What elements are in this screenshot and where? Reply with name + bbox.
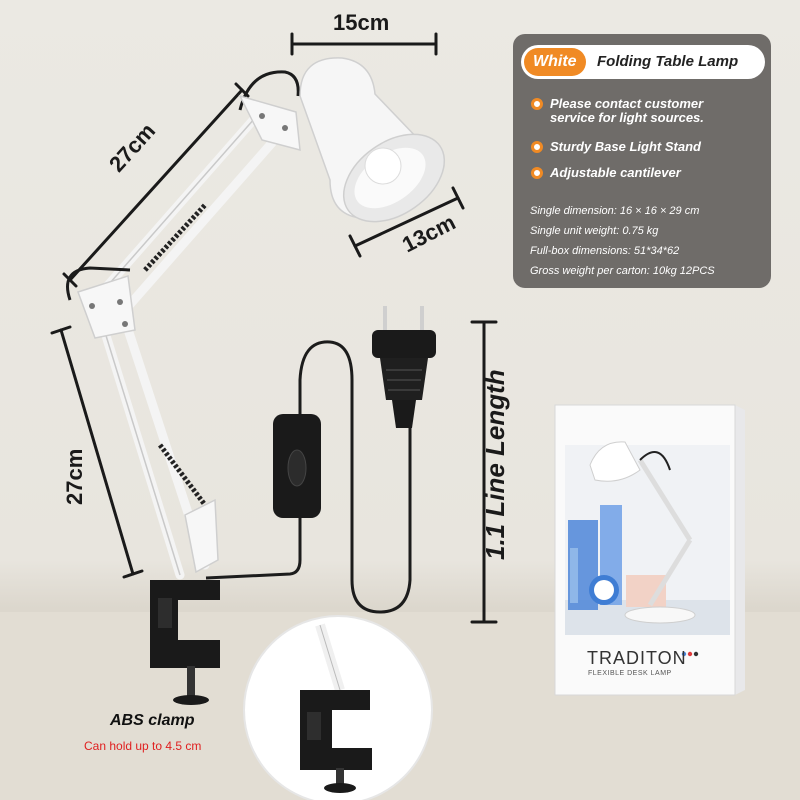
clamp-note: Can hold up to 4.5 cm — [84, 739, 202, 753]
dim-label-lower-arm: 27cm — [62, 448, 87, 505]
dim-line-shade-depth — [353, 196, 460, 248]
product-title: Folding Table Lamp — [597, 53, 739, 70]
spec-line: Gross weight per carton: 10kg 12PCS — [530, 265, 715, 277]
clamp-inset — [243, 615, 433, 800]
feature-item: Adjustable cantilever — [531, 166, 750, 180]
spec-line: Single dimension: 16 × 16 × 29 cm — [530, 205, 700, 217]
dim-line-upper-arm — [68, 88, 244, 282]
bullet-dot-icon — [531, 167, 543, 179]
desk-clamp-main — [150, 580, 220, 705]
dimension-lines — [50, 32, 498, 624]
box-brand-text: TRADITON — [587, 648, 687, 668]
power-plug — [372, 306, 436, 428]
lamp-arms — [90, 105, 290, 580]
dim-line-lower-arm — [59, 328, 135, 576]
power-cord — [205, 340, 412, 614]
lamp-springs — [143, 203, 207, 507]
dim-label-line-length: 1.1 Line Length — [480, 369, 510, 560]
dim-label-shade-width: 15cm — [333, 10, 390, 35]
spec-line: Full-box dimensions: 51*34*62 — [530, 245, 680, 257]
box-subtitle-text: FLEXIBLE DESK LAMP — [588, 670, 672, 677]
base-joint — [184, 498, 219, 574]
lamp-shade — [299, 57, 446, 223]
elbow-joint — [77, 275, 136, 339]
feature-item: Sturdy Base Light Stand — [531, 140, 750, 154]
spec-line: Single unit weight: 0.75 kg — [530, 225, 659, 237]
clamp-label: ABS clamp — [110, 712, 195, 729]
product-box — [554, 404, 745, 696]
product-info-panel: White Folding Table Lamp Please contact … — [513, 34, 771, 288]
bullet-dot-icon — [531, 141, 543, 153]
feature-item: Please contact customer service for ligh… — [531, 97, 750, 125]
bullet-dot-icon — [531, 98, 543, 110]
color-tag: White — [524, 48, 586, 76]
title-pill: White Folding Table Lamp — [521, 45, 765, 79]
head-joint — [238, 94, 301, 152]
